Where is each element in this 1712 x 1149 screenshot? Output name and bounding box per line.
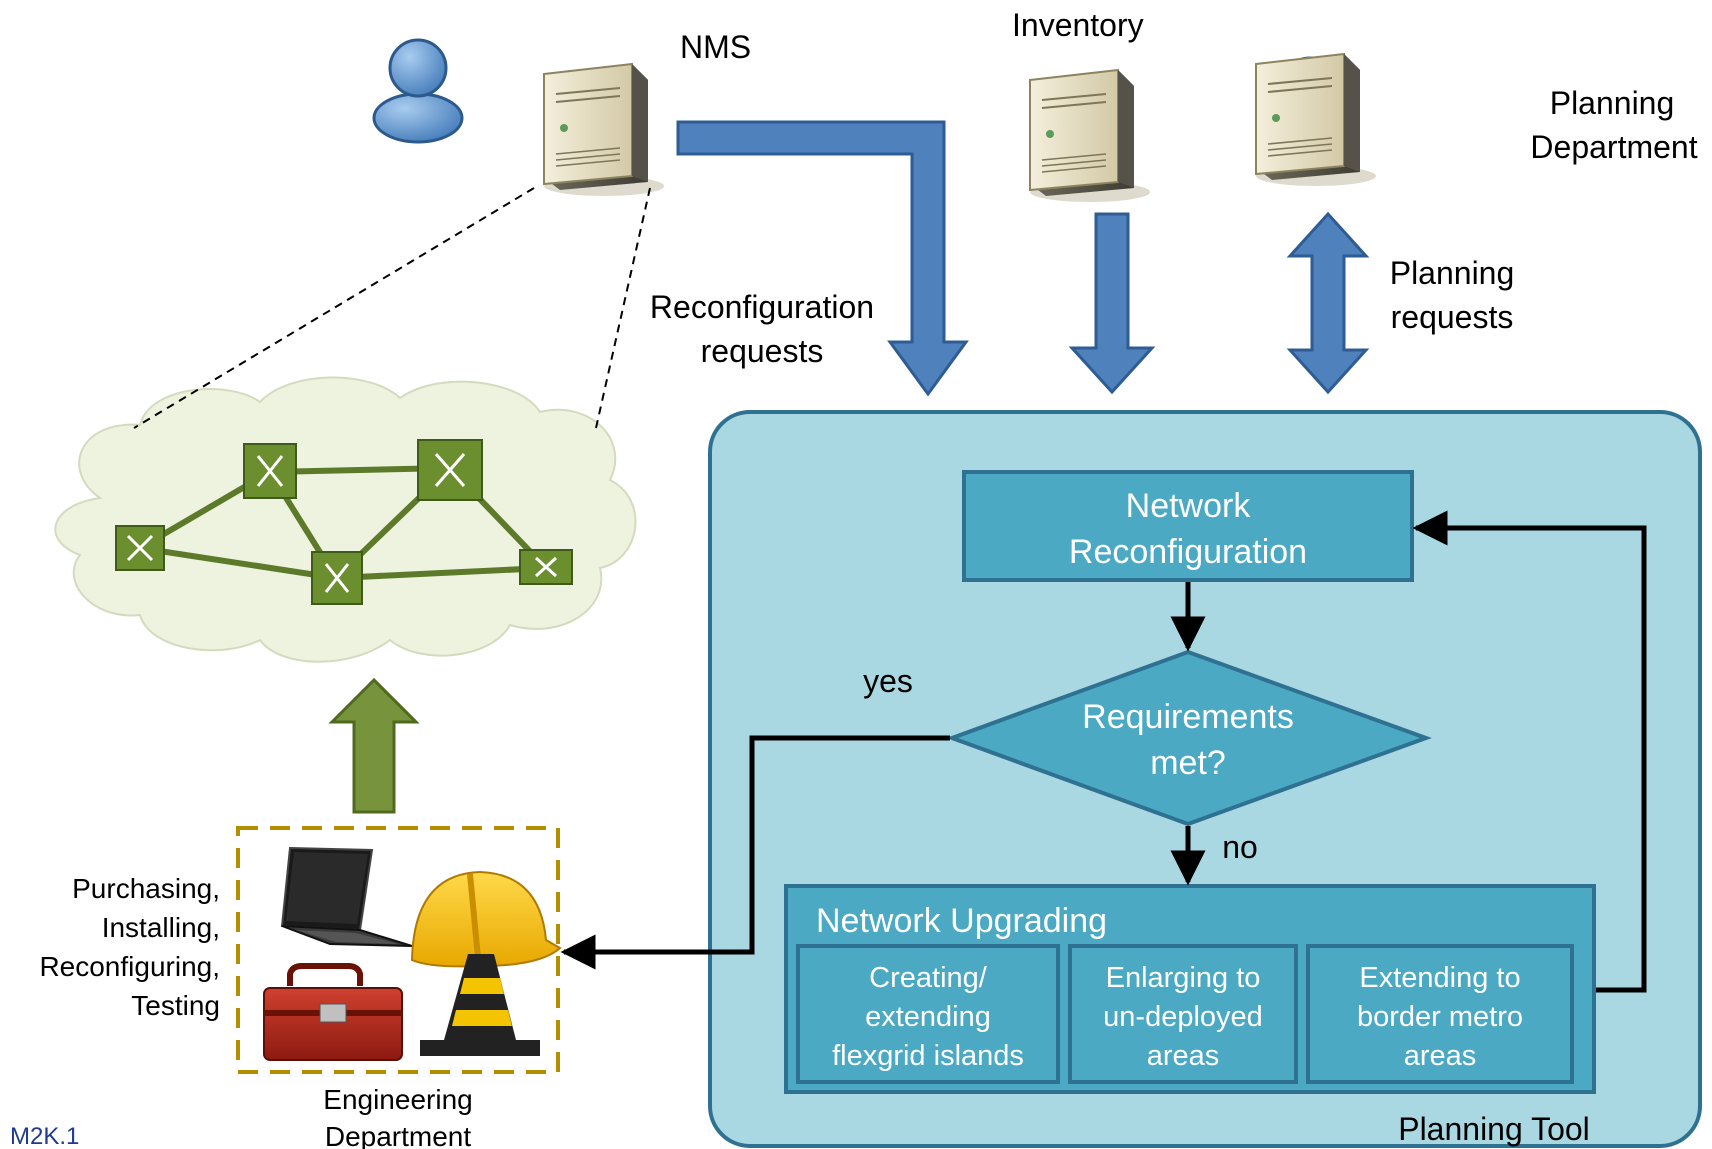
reconfiguration-request-arrow	[676, 120, 969, 397]
engineering-task-3: Reconfiguring,	[39, 951, 220, 982]
traffic-cone-icon	[420, 954, 540, 1056]
nms-label: NMS	[680, 29, 751, 65]
yes-label: yes	[863, 663, 913, 699]
upgrade-option-1-line-3: flexgrid islands	[832, 1040, 1024, 1072]
requirements-decision-line-2: met?	[1150, 744, 1226, 782]
planning-requests-line-1: Planning	[1390, 255, 1515, 291]
upgrade-option-2-line-1: Enlarging to	[1106, 962, 1261, 994]
planning-server-icon	[1255, 52, 1376, 186]
engineering-task-4: Testing	[131, 990, 220, 1021]
upgrade-option-2-line-2: un-deployed	[1103, 1001, 1263, 1033]
upgrade-option-2-line-3: areas	[1147, 1040, 1220, 1072]
upgrade-option-1-label: Creating/ extending flexgrid islands	[832, 962, 1024, 1072]
dashed-zoom-lines	[133, 187, 651, 429]
inventory-label: Inventory	[1012, 7, 1144, 43]
requirements-decision-label: Requirements met?	[1082, 698, 1294, 782]
nms-operator-person-icon	[372, 38, 464, 144]
upgrading-feedback-arrow	[1412, 510, 1647, 993]
toolbox-icon	[263, 963, 403, 1061]
network-reconfiguration-line-2: Reconfiguration	[1069, 533, 1307, 571]
switch-node-3	[417, 439, 483, 501]
yes-to-engineering-arrow	[560, 735, 950, 970]
planning-requests-double-arrow	[1286, 211, 1370, 395]
optical-switches	[115, 439, 573, 605]
network-upgrading-title: Network Upgrading	[816, 902, 1107, 940]
upgrade-option-1-box	[796, 944, 1060, 1084]
planning-department-line-2: Department	[1530, 129, 1697, 165]
flow-connectors	[560, 510, 1647, 993]
network-reconfiguration-line-1: Network	[1126, 487, 1252, 525]
reconfiguration-requests-line-1: Reconfiguration	[650, 289, 874, 325]
network-cloud	[54, 376, 637, 663]
engineering-department-label: Engineering Department	[323, 1084, 472, 1149]
reconfiguration-requests-label: Reconfiguration requests	[650, 289, 874, 369]
requirements-decision-line-1: Requirements	[1082, 698, 1294, 736]
engineering-department-box	[236, 826, 560, 1074]
laptop-icon	[280, 846, 413, 947]
planning-department-label: Planning Department	[1530, 85, 1697, 165]
switch-node-2	[243, 443, 297, 499]
engineering-task-1: Purchasing,	[72, 873, 220, 904]
upgrade-option-3-line-3: areas	[1404, 1040, 1477, 1072]
upgrade-option-3-line-2: border metro	[1357, 1001, 1523, 1033]
upgrade-option-3-label: Extending to border metro areas	[1357, 962, 1523, 1072]
engineering-tasks-label: Purchasing, Installing, Reconfiguring, T…	[39, 873, 220, 1021]
planning-department-line-1: Planning	[1550, 85, 1675, 121]
upgrade-option-3-box	[1306, 944, 1574, 1084]
switch-node-4	[311, 551, 363, 605]
planning-tool-title: Planning Tool	[1398, 1111, 1590, 1147]
hard-hat-icon	[410, 870, 562, 968]
deployment-up-arrow	[328, 677, 420, 814]
engineering-department-line-2: Department	[325, 1121, 472, 1149]
upgrade-option-3-line-1: Extending to	[1359, 962, 1520, 994]
upgrade-option-2-box	[1068, 944, 1298, 1084]
zoom-line-left	[133, 187, 535, 429]
zoom-line-right	[595, 187, 651, 429]
inventory-arrow	[1068, 212, 1156, 395]
switch-node-5	[519, 549, 573, 585]
upgrade-option-1-line-2: extending	[865, 1001, 991, 1033]
network-reconfiguration-label: Network Reconfiguration	[1069, 487, 1307, 571]
upgrade-option-1-line-1: Creating/	[869, 962, 988, 994]
planning-requests-line-2: requests	[1391, 299, 1514, 335]
inventory-server-icon	[1029, 68, 1150, 202]
network-reconfiguration-box	[962, 470, 1414, 582]
planning-requests-label: Planning requests	[1390, 255, 1515, 335]
engineering-department-line-1: Engineering	[323, 1084, 472, 1115]
paper-id-label: M2K.1	[10, 1123, 79, 1149]
reconfiguration-requests-line-2: requests	[701, 333, 824, 369]
no-label: no	[1222, 829, 1258, 865]
requirements-decision-diamond	[946, 649, 1432, 827]
switch-node-1	[115, 525, 165, 571]
upgrade-option-2-label: Enlarging to un-deployed areas	[1103, 962, 1263, 1072]
nms-server-icon	[543, 62, 664, 196]
engineering-task-2: Installing,	[102, 912, 220, 943]
